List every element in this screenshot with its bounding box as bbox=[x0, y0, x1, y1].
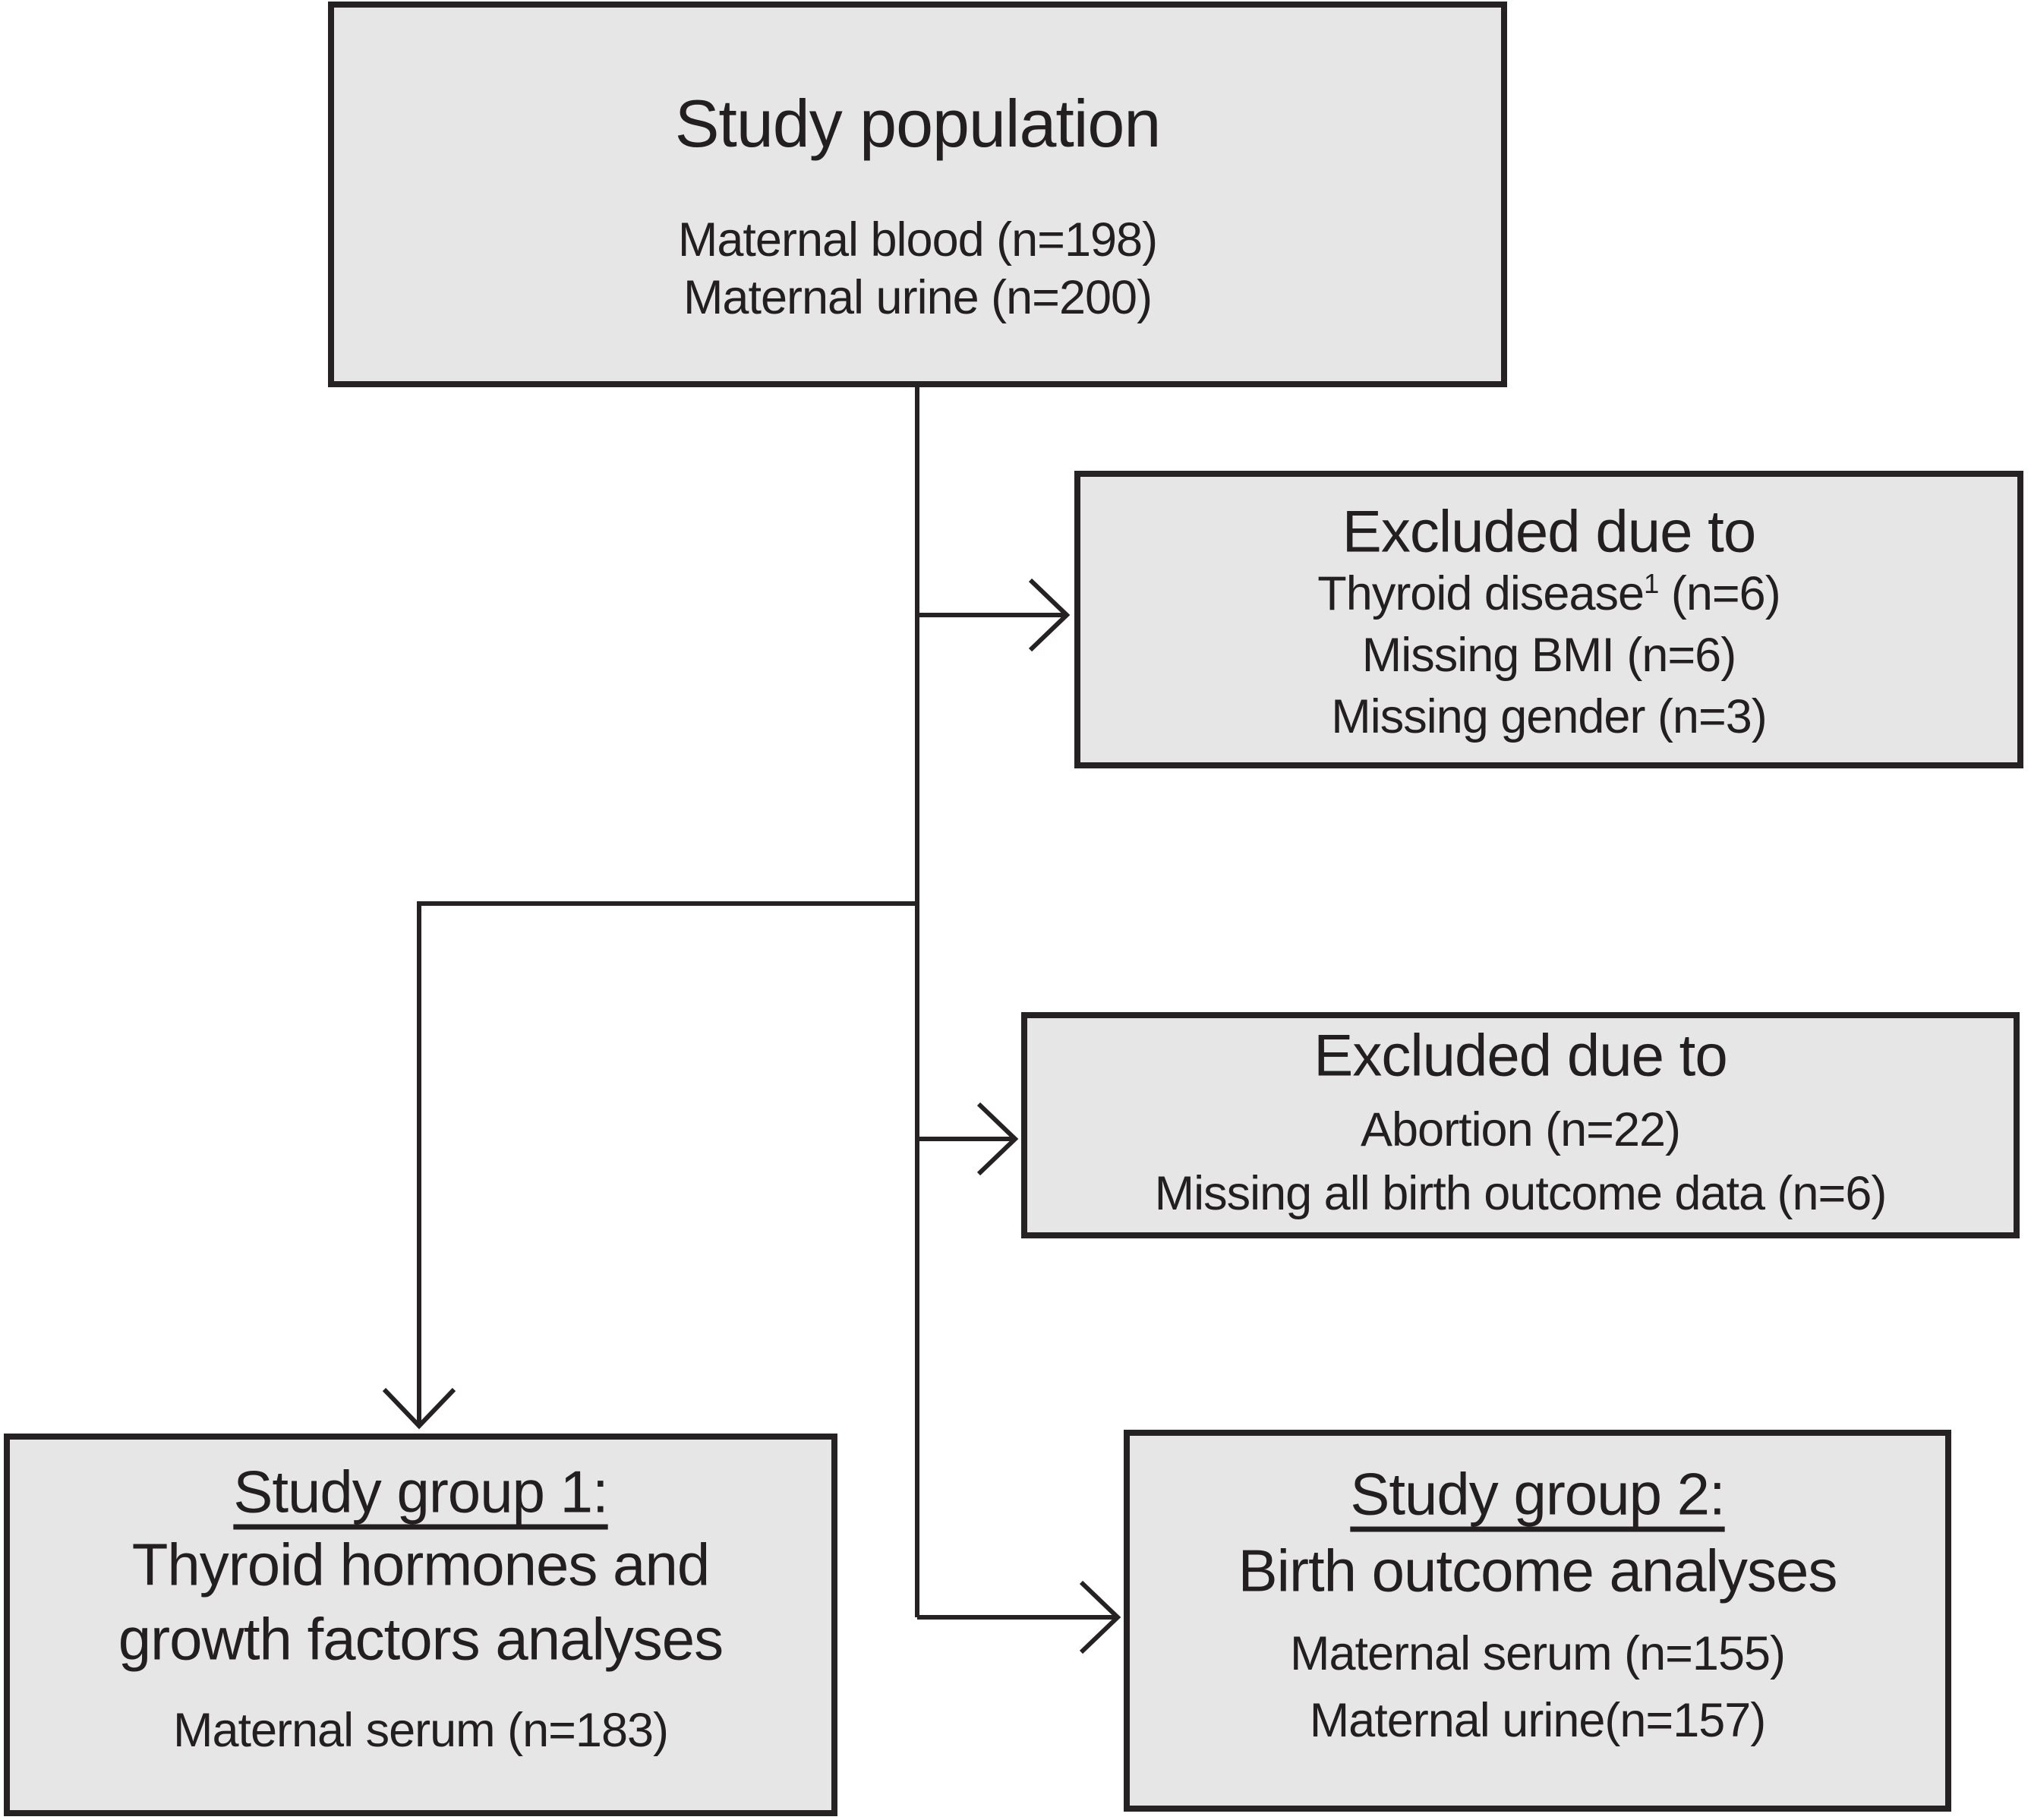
arrowhead-study-group-1-icon bbox=[382, 1387, 456, 1430]
footnote-marker: 1 bbox=[1644, 568, 1659, 599]
study-group-2-title: Study group 2: bbox=[1350, 1460, 1725, 1528]
excluded-1-reason-gender: Missing gender (n=3) bbox=[1331, 690, 1768, 743]
maternal-urine-count: Maternal urine (n=200) bbox=[683, 271, 1153, 324]
branch-study-group-1-line bbox=[417, 901, 917, 1426]
study-population-box: Study population Maternal blood (n=198) … bbox=[328, 2, 1507, 387]
study-group-2-box: Study group 2: Birth outcome analyses Ma… bbox=[1124, 1430, 1951, 1812]
excluded-1-box: Excluded due to Thyroid disease1 (n=6) M… bbox=[1074, 471, 2023, 768]
study-group-1-title: Study group 1: bbox=[233, 1458, 608, 1525]
study-group-1-line2: growth factors analyses bbox=[118, 1605, 724, 1673]
arrowhead-excluded-2-icon bbox=[976, 1102, 1019, 1176]
excluded-2-title: Excluded due to bbox=[1314, 1021, 1727, 1089]
arrowhead-study-group-2-icon bbox=[1079, 1580, 1121, 1654]
study-group-2-serum-count: Maternal serum (n=155) bbox=[1289, 1627, 1786, 1680]
excluded-1-reason-thyroid: Thyroid disease1 (n=6) bbox=[1080, 566, 2017, 621]
study-group-2-line1: Birth outcome analyses bbox=[1238, 1537, 1838, 1604]
excluded-1-reason-thyroid-count: (n=6) bbox=[1658, 567, 1781, 620]
study-group-2-urine-count: Maternal urine(n=157) bbox=[1309, 1694, 1767, 1747]
excluded-2-box: Excluded due to Abortion (n=22) Missing … bbox=[1021, 1012, 2020, 1238]
study-population-title: Study population bbox=[674, 86, 1162, 161]
excluded-1-reason-bmi: Missing BMI (n=6) bbox=[1361, 629, 1736, 682]
excluded-1-title: Excluded due to bbox=[1342, 497, 1756, 565]
arrowhead-excluded-1-icon bbox=[1028, 578, 1071, 652]
excluded-1-reason-thyroid-text: Thyroid disease bbox=[1317, 567, 1645, 620]
study-group-1-line1: Thyroid hormones and bbox=[131, 1531, 710, 1598]
excluded-2-reason-abortion: Abortion (n=22) bbox=[1360, 1103, 1681, 1156]
excluded-2-reason-missing-outcome: Missing all birth outcome data (n=6) bbox=[1154, 1167, 1888, 1220]
maternal-blood-count: Maternal blood (n=198) bbox=[677, 213, 1158, 267]
study-group-1-box: Study group 1: Thyroid hormones and grow… bbox=[4, 1434, 837, 1816]
study-group-1-serum-count: Maternal serum (n=183) bbox=[172, 1704, 669, 1757]
